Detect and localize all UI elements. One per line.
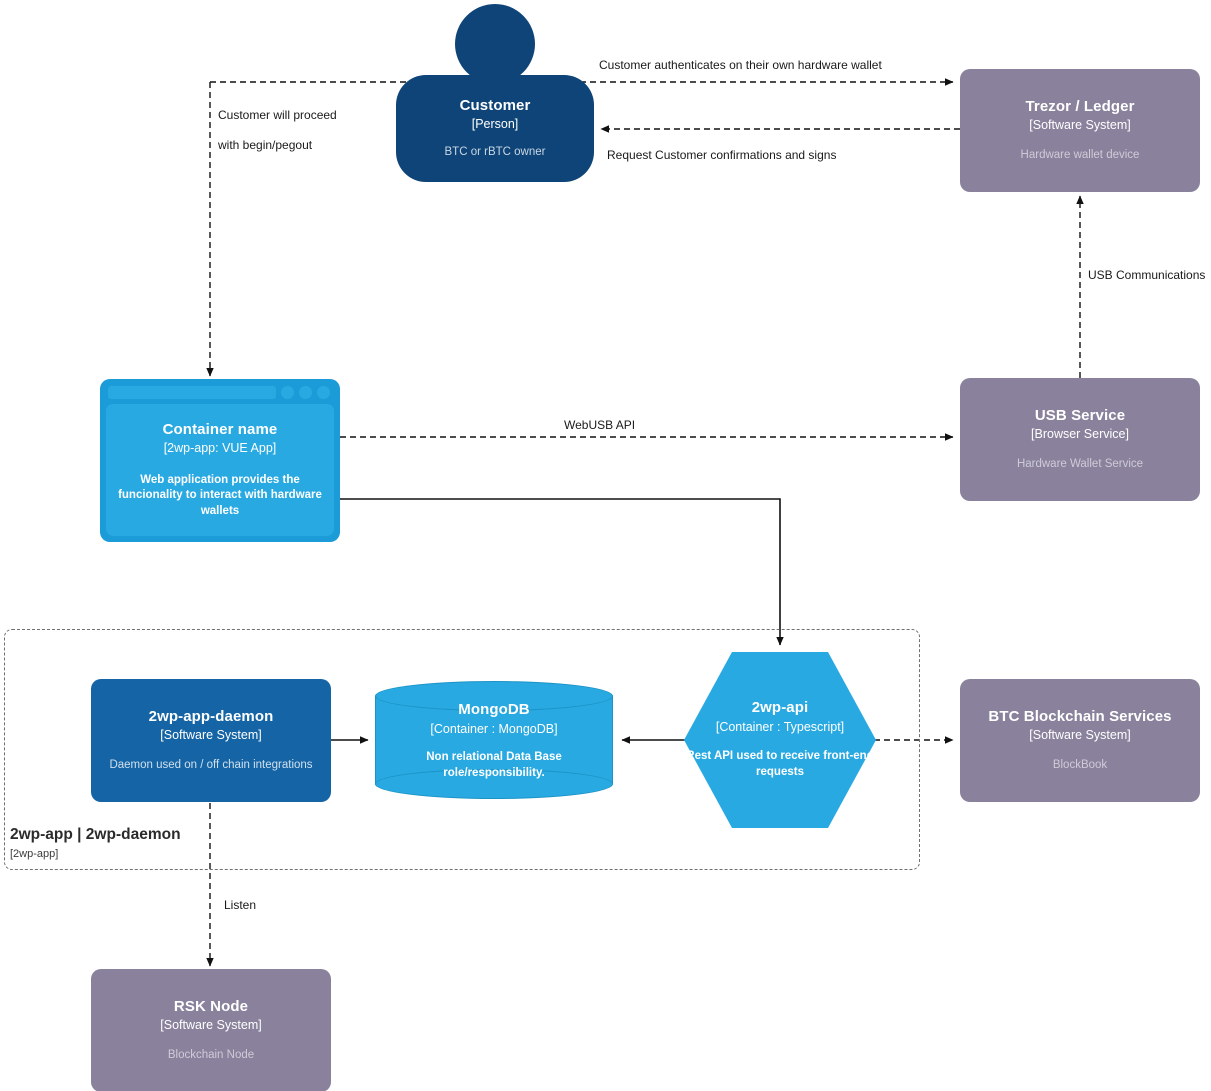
node-rsk-node-tech: [Software System] <box>160 1018 262 1033</box>
node-customer-title: Customer <box>459 96 531 114</box>
node-btc-blockchain-services-desc: BlockBook <box>1052 758 1108 771</box>
node-trezor-ledger-title: Trezor / Ledger <box>1025 97 1135 115</box>
node-2wp-api-title: 2wp-api <box>751 699 809 717</box>
browser-dot-2-icon <box>299 386 312 399</box>
node-mongodb-tech: [Container : MongoDB] <box>430 721 558 736</box>
boundary-label: 2wp-app | 2wp-daemon [2wp-app] <box>10 826 181 860</box>
node-usb-service-title: USB Service <box>1034 406 1126 424</box>
boundary-2wp-app <box>4 629 920 870</box>
edge-label-usb-communications: USB Communications <box>1088 268 1206 282</box>
mongodb-cylinder-top <box>375 681 613 711</box>
node-usb-service[interactable]: USB Service [Browser Service] Hardware W… <box>960 378 1200 501</box>
node-btc-blockchain-services[interactable]: BTC Blockchain Services [Software System… <box>960 679 1200 802</box>
hexagon-label: 2wp-api [Container : Typescript] Rest AP… <box>676 652 884 828</box>
node-2wp-app-daemon-title: 2wp-app-daemon <box>148 707 274 725</box>
node-trezor-ledger[interactable]: Trezor / Ledger [Software System] Hardwa… <box>960 69 1200 192</box>
edge-label-webusb-api: WebUSB API <box>564 418 636 432</box>
node-2wp-app-daemon-desc: Daemon used on / off chain integrations <box>109 758 313 771</box>
person-body: Customer [Person] BTC or rBTC owner <box>396 75 594 182</box>
node-container-name[interactable]: Container name [2wp-app: VUE App] Web ap… <box>100 379 340 542</box>
browser-content: Container name [2wp-app: VUE App] Web ap… <box>106 404 334 536</box>
node-mongodb[interactable]: MongoDB [Container : MongoDB] Non relati… <box>375 681 613 799</box>
edge-app-to-api <box>340 498 784 646</box>
node-rsk-node[interactable]: RSK Node [Software System] Blockchain No… <box>91 969 331 1091</box>
edge-label-proceed-line2: with begin/pegout <box>218 138 313 152</box>
person-head-icon <box>455 4 535 84</box>
node-rsk-node-desc: Blockchain Node <box>167 1048 255 1061</box>
browser-dot-1-icon <box>281 386 294 399</box>
edge-label-request-confirm: Request Customer confirmations and signs <box>607 148 837 162</box>
browser-dot-3-icon <box>317 386 330 399</box>
boundary-tech: [2wp-app] <box>10 847 59 860</box>
edge-label-proceed-line1: Customer will proceed <box>218 108 337 122</box>
node-btc-blockchain-services-tech: [Software System] <box>1029 728 1131 743</box>
mongodb-label: MongoDB [Container : MongoDB] Non relati… <box>375 695 613 787</box>
node-btc-blockchain-services-title: BTC Blockchain Services <box>988 707 1172 725</box>
browser-address-strip <box>108 386 276 399</box>
node-mongodb-desc: Non relational Data Base role/responsibi… <box>426 750 562 779</box>
node-usb-service-desc: Hardware Wallet Service <box>1016 457 1144 470</box>
boundary-name: 2wp-app | 2wp-daemon <box>10 826 181 843</box>
node-2wp-api-tech: [Container : Typescript] <box>715 720 845 735</box>
node-mongodb-title: MongoDB <box>458 700 530 718</box>
edge-label-listen: Listen <box>224 898 257 912</box>
node-customer-tech: [Person] <box>471 117 519 132</box>
node-2wp-api-desc: Rest API used to receive front-end reque… <box>686 750 874 778</box>
node-rsk-node-title: RSK Node <box>173 997 249 1015</box>
node-customer-desc: BTC or rBTC owner <box>444 145 546 158</box>
node-trezor-ledger-desc: Hardware wallet device <box>1020 148 1140 161</box>
node-2wp-app-daemon[interactable]: 2wp-app-daemon [Software System] Daemon … <box>91 679 331 802</box>
node-2wp-api[interactable]: 2wp-api [Container : Typescript] Rest AP… <box>684 652 876 828</box>
node-2wp-app-daemon-tech: [Software System] <box>160 728 262 743</box>
browser-title-bar <box>106 385 334 400</box>
node-container-name-desc: Web application provides the funcionalit… <box>118 473 322 517</box>
edge-label-customer-auth: Customer authenticates on their own hard… <box>599 58 882 72</box>
mongodb-cylinder-bottom <box>375 769 613 799</box>
node-trezor-ledger-tech: [Software System] <box>1029 118 1131 133</box>
node-container-name-title: Container name <box>162 420 278 438</box>
node-customer[interactable]: Customer [Person] BTC or rBTC owner <box>396 4 594 182</box>
node-usb-service-tech: [Browser Service] <box>1031 427 1129 442</box>
node-container-name-tech: [2wp-app: VUE App] <box>163 441 277 456</box>
